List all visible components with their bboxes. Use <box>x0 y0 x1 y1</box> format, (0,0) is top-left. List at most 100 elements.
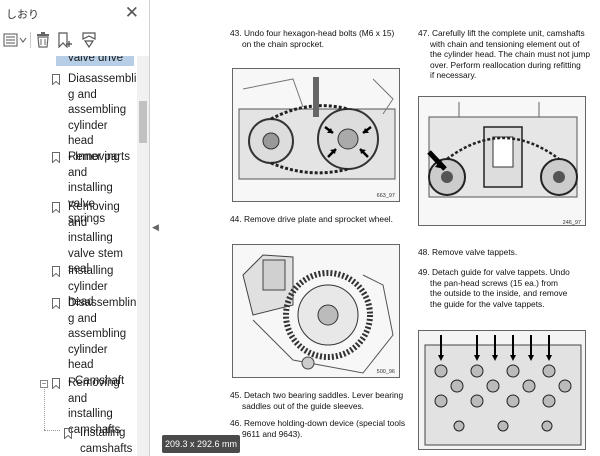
label-line: valve springs <box>68 197 106 226</box>
bookmark-label: valve drive <box>68 56 123 64</box>
label-line: camshafts <box>68 423 121 436</box>
label-line: cylinder head <box>68 119 108 148</box>
label-line: camshafts <box>80 442 133 455</box>
bookmark-label: Removing and installing valve stem seal <box>68 200 134 278</box>
label-line: and installing <box>68 392 113 421</box>
bookmarks-scrollbar[interactable] <box>137 56 149 456</box>
label-line: Removing <box>68 377 120 389</box>
label-line: valve stem <box>68 247 123 260</box>
label-line: cylinder head <box>68 343 108 372</box>
bookmark-icon <box>52 202 60 213</box>
text-line: 46. Remove holding-down device (special … <box>230 418 406 428</box>
figure-label: 500_96 <box>376 369 395 375</box>
label-line: - Inner parts <box>68 150 130 163</box>
new-bookmark-button[interactable] <box>56 30 74 50</box>
text-line: saddles out of the guide sleeves. <box>242 400 364 411</box>
bookmark-label: Disassemblin g and assembling cylinder h… <box>68 296 136 389</box>
expand-bookmark-button[interactable] <box>79 30 99 50</box>
panel-title: しおり <box>6 9 39 21</box>
figure-camshaft-unit: 246_97 <box>418 96 586 226</box>
text-line: over. Perform reallocation during refitt… <box>430 59 581 70</box>
label-line: Installing <box>80 427 126 439</box>
document-page: 43. Undo four hexagon-head bolts (M6 x 1… <box>162 0 600 456</box>
options-menu-button[interactable] <box>2 30 28 50</box>
bookmark-label: Installing cylinder head <box>68 264 134 311</box>
label-line: Installing <box>68 265 114 277</box>
bookmark-item-removing-valve-stem-seal[interactable]: Removing and installing valve stem seal <box>0 200 136 275</box>
bookmark-icon <box>52 298 60 309</box>
bookmark-icon <box>52 74 60 85</box>
label-line: and installing <box>68 166 113 195</box>
label-line: Disassemblin <box>68 297 136 309</box>
text-line: the outside to the inside, and remove <box>430 288 568 299</box>
text-line: the guide for the valve tappets. <box>430 298 545 309</box>
step-44-text: 44. Remove drive plate and sprocket whee… <box>230 214 393 224</box>
tree-connector <box>44 430 60 431</box>
bookmark-item-valve-drive[interactable]: valve drive <box>0 56 136 68</box>
text-line: 47. Carefully lift the complete unit, ca… <box>418 28 585 38</box>
selected-highlight <box>56 56 134 66</box>
bookmark-icon <box>52 266 60 277</box>
bookmark-icon <box>64 428 72 439</box>
camshaft-unit-diagram <box>419 97 585 225</box>
figure-label: 663_97 <box>376 193 395 199</box>
label-line: seal <box>68 263 90 275</box>
text-line: with chain and tensioning element out of <box>430 38 580 49</box>
close-panel-button[interactable]: ✕ <box>124 3 139 22</box>
collapse-toggle-icon[interactable]: − <box>40 379 48 388</box>
label-line: cylinder head <box>68 280 108 309</box>
trash-icon <box>37 32 49 48</box>
bookmark-label: Removing and installing valve springs <box>68 150 134 228</box>
tree-connector <box>44 382 45 430</box>
valve-tappet-guide-diagram <box>419 331 585 449</box>
bookmark-icon <box>52 152 60 163</box>
text-line: 45. Detach two bearing saddles. Lever be… <box>230 390 404 400</box>
bookmark-list: valve drive Diasassemblin g and assembli… <box>0 56 136 456</box>
label-line: and installing <box>68 216 113 245</box>
bookmark-label: Removing and installing camshafts <box>68 376 134 438</box>
label-line: g and <box>68 312 97 325</box>
figure-valve-tappet-guide <box>418 330 586 450</box>
figure-drive-plate: 500_96 <box>232 244 400 378</box>
bookmarks-panel: しおり ✕ <box>0 0 150 456</box>
label-line: Diasassemblin <box>68 73 136 85</box>
bookmark-item-disassembling-inner-parts[interactable]: Diasassemblin g and assembling cylinder … <box>0 72 136 163</box>
bookmark-icon <box>52 378 60 389</box>
step-46-text: 46. Remove holding-down device (special … <box>230 418 405 439</box>
text-line: 9611 and 9643). <box>242 428 303 439</box>
list-options-icon <box>3 33 27 47</box>
chain-sprocket-diagram <box>233 69 399 201</box>
bookmark-item-installing-cylinder-head[interactable]: Installing cylinder head <box>0 264 136 308</box>
text-line: on the chain sprocket. <box>242 38 324 49</box>
step-45-text: 45. Detach two bearing saddles. Lever be… <box>230 390 403 411</box>
bookmark-label: Installing camshafts <box>80 426 136 456</box>
drive-plate-diagram <box>233 245 399 377</box>
page-size-tooltip: 209.3 x 292.6 mm <box>162 435 240 453</box>
text-line: if necessary. <box>430 70 477 81</box>
bookmark-item-disassembling-camshaft[interactable]: Disassemblin g and assembling cylinder h… <box>0 296 136 387</box>
label-line: g and <box>68 88 97 101</box>
step-47-text: 47. Carefully lift the complete unit, ca… <box>418 28 590 81</box>
text-line: 49. Detach guide for valve tappets. Undo <box>418 267 570 277</box>
text-line: the cylinder head. The chain must not ju… <box>430 49 590 60</box>
bookmark-item-installing-camshafts[interactable]: Installing camshafts <box>0 426 136 456</box>
bookmarks-toolbar <box>0 28 150 54</box>
collapse-panel-arrow-icon[interactable]: ◀ <box>152 222 159 232</box>
bookmark-label: Diasassemblin g and assembling cylinder … <box>68 72 136 165</box>
label-line: assembling <box>68 104 127 116</box>
bookmark-item-removing-camshafts[interactable]: − Removing and installing camshafts <box>0 376 136 436</box>
label-line: assembling <box>68 328 127 340</box>
step-43-text: 43. Undo four hexagon-head bolts (M6 x 1… <box>230 28 394 49</box>
label-line: - Camshaft <box>68 374 125 387</box>
label-line: Removing <box>68 151 120 163</box>
new-bookmark-icon <box>58 32 72 48</box>
delete-bookmark-button[interactable] <box>34 30 52 50</box>
figure-chain-sprocket: 663_97 <box>232 68 400 202</box>
text-line: 43. Undo four hexagon-head bolts (M6 x 1… <box>230 28 395 38</box>
label-line: Removing <box>68 201 120 213</box>
figure-label: 246_97 <box>562 220 581 226</box>
bookmark-item-removing-valve-springs[interactable]: Removing and installing valve springs <box>0 150 136 225</box>
scrollbar-thumb[interactable] <box>139 101 147 143</box>
step-49-text: 49. Detach guide for valve tappets. Undo… <box>418 267 570 309</box>
panel-header: しおり ✕ <box>0 0 149 26</box>
